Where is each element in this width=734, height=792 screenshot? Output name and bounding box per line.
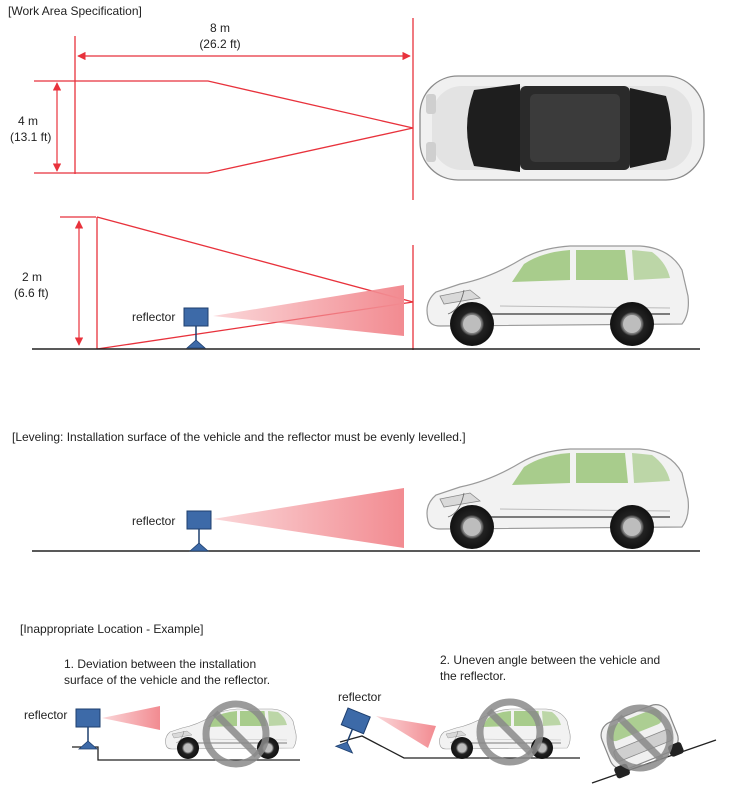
leveling-diagram [32,448,700,552]
spread-feet-label: (13.1 ft) [10,130,52,144]
top-view-diagram [34,18,705,200]
reflector-label-example1: reflector [24,708,68,722]
height-feet-label: (6.6 ft) [14,286,49,300]
reflector-side [183,307,209,349]
example2-line1: 2. Uneven angle between the vehicle and [440,653,661,667]
example1-diagram [72,704,300,764]
height-meters-label: 2 m [22,270,43,284]
reflector-label-example2: reflector [338,690,382,704]
vehicle-top-view [419,75,705,181]
vehicle-leveling [426,448,690,550]
reflector-leveling [186,510,212,552]
leveling-title: [Leveling: Installation surface of the v… [12,430,466,444]
vehicle-side-view [426,245,690,347]
side-field-upper-line [96,216,414,303]
example2-line2: the reflector. [440,669,507,683]
reflector-example1 [75,708,101,750]
width-meters-label: 8 m [209,21,230,35]
vehicle-example1 [165,708,297,760]
radar-beam-side [213,285,404,336]
radar-beam-leveling [213,488,404,548]
inappropriate-title: [Inappropriate Location - Example] [20,622,204,636]
spread-meters-label: 4 m [18,114,39,128]
vehicle-example2 [439,708,571,760]
reflector-label-side: reflector [132,310,176,324]
work-area-title: [Work Area Specification] [8,4,142,18]
example1-line2: surface of the vehicle and the reflector… [64,673,271,687]
side-view-diagram [32,216,700,350]
top-view-field-outline [34,80,414,174]
radar-beam-example2 [376,716,436,748]
reflector-example2 [332,707,372,755]
reflector-label-leveling: reflector [132,514,176,528]
example2-diagram [332,700,717,784]
example1-line1: 1. Deviation between the installation [64,657,257,671]
width-feet-label: (26.2 ft) [199,37,241,51]
radar-beam-example1 [102,706,160,730]
